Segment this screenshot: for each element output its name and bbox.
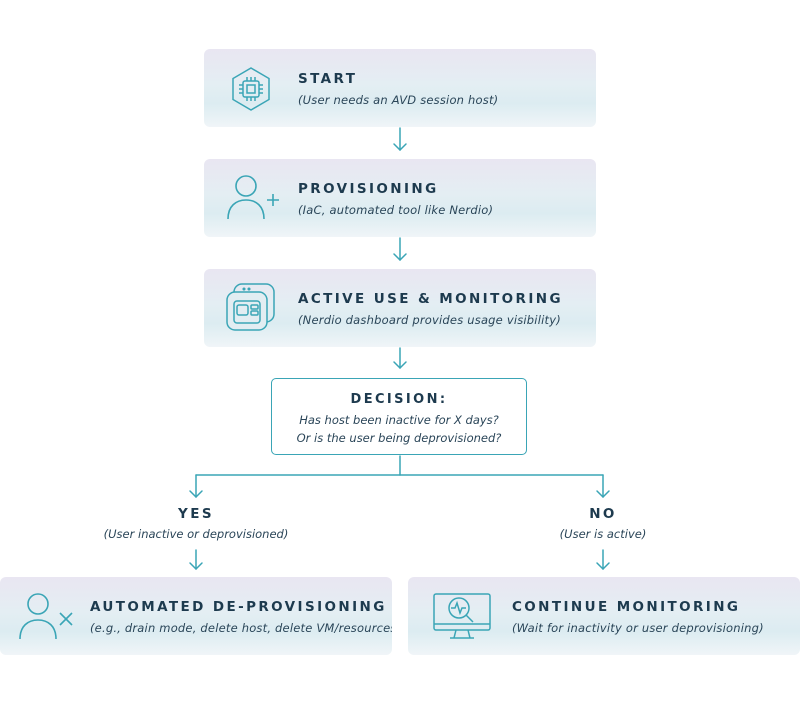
continue-monitoring-title: CONTINUE MONITORING <box>512 599 741 615</box>
provisioning-subtitle: (IaC, automated tool like Nerdio) <box>298 203 494 217</box>
decision-question-2: Or is the user being deprovisioned? <box>296 431 502 445</box>
provisioning-title: PROVISIONING <box>298 181 439 197</box>
active-use-subtitle: (Nerdio dashboard provides usage visibil… <box>298 313 561 327</box>
decision-title: DECISION: <box>350 392 448 407</box>
add-user-icon <box>224 173 282 225</box>
continue-monitoring-step: CONTINUE MONITORING (Wait for inactivity… <box>408 577 800 655</box>
dashboard-windows-icon <box>224 282 276 338</box>
start-subtitle: (User needs an AVD session host) <box>298 93 499 107</box>
monitor-search-icon <box>432 590 492 646</box>
deprovisioning-title: AUTOMATED DE-PROVISIONING <box>90 599 387 615</box>
deprovisioning-subtitle: (e.g., drain mode, delete host, delete V… <box>90 621 392 635</box>
deprovisioning-step: AUTOMATED DE-PROVISIONING (e.g., drain m… <box>0 577 392 655</box>
provisioning-step: PROVISIONING (IaC, automated tool like N… <box>204 159 596 237</box>
continue-monitoring-subtitle: (Wait for inactivity or user deprovision… <box>512 621 764 635</box>
no-subtitle: (User is active) <box>559 527 647 541</box>
cpu-chip-icon <box>228 66 274 116</box>
start-step: START (User needs an AVD session host) <box>204 49 596 127</box>
remove-user-icon <box>16 591 76 645</box>
active-use-step: ACTIVE USE & MONITORING (Nerdio dashboar… <box>204 269 596 347</box>
no-label: NO <box>589 506 617 522</box>
active-use-title: ACTIVE USE & MONITORING <box>298 291 563 307</box>
start-title: START <box>298 71 358 87</box>
decision-box: DECISION: Has host been inactive for X d… <box>271 378 527 455</box>
yes-label: YES <box>178 506 214 522</box>
decision-question-1: Has host been inactive for X days? <box>299 413 499 427</box>
yes-subtitle: (User inactive or deprovisioned) <box>103 527 289 541</box>
